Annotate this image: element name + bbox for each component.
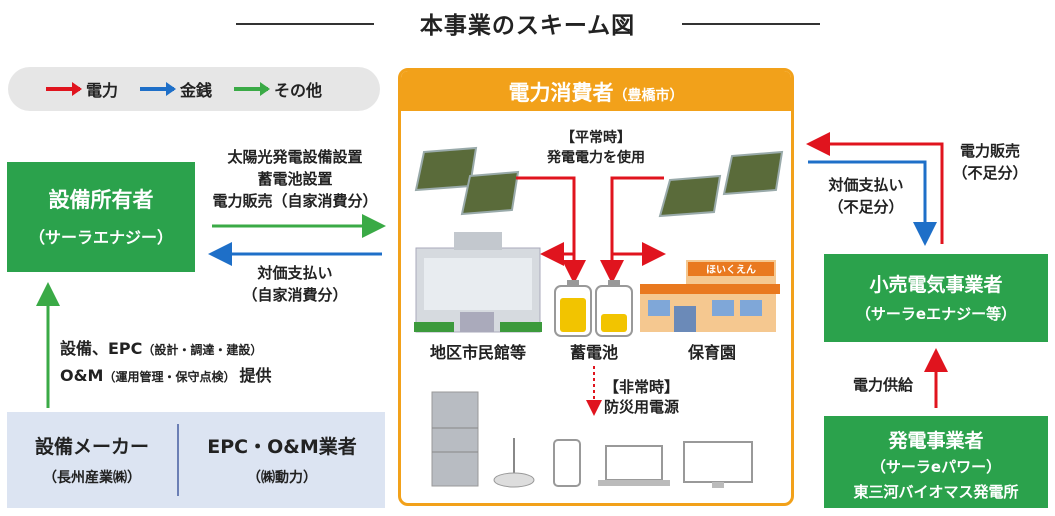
normal-text: 発電電力を使用 (546, 149, 645, 166)
divider (177, 424, 179, 496)
equipment-owner-box: 設備所有者 （サーラエナジー） (7, 162, 195, 272)
red-arrow-icon (46, 82, 82, 96)
laptop-icon (598, 445, 670, 486)
legend: 電力 金銭 その他 (8, 67, 380, 111)
civic-building-icon (414, 232, 542, 333)
retail-electricity-box: 小売電気事業者 （サーラeエナジー等） (824, 254, 1048, 342)
nursery-sign: ほいくえん (706, 264, 756, 276)
diagram-title: 本事業のスキーム図 (0, 6, 1055, 40)
consumer-to-retail-arrow (808, 160, 937, 246)
smartphone-icon (553, 439, 581, 487)
nursery-school-icon (640, 260, 780, 332)
power-generator-box: 発電事業者 （サーラeパワー） 東三河バイオマス発電所 (824, 416, 1048, 508)
emergency-title: 【非常時】 (604, 378, 679, 396)
gen-to-retail-label: 電力供給 (852, 376, 913, 394)
monitor-icon (683, 441, 753, 488)
consumer-header: 電力消費者（豊橋市） (401, 71, 791, 111)
blue-arrow-icon (140, 82, 177, 96)
green-arrow-icon (234, 82, 271, 96)
nursery-label: 保育園 (687, 343, 736, 362)
owner-to-consumer-label: 太陽光発電設備設置 蓄電池設置 電力販売（自家消費分） (212, 148, 378, 210)
consumer-to-retail-label: 対価支払い （不足分） (828, 176, 904, 216)
maker-section: 設備メーカー （長州産業㈱） (34, 436, 149, 486)
legend-other: その他 (234, 77, 322, 101)
title-rule-left (236, 23, 374, 25)
solar-to-battery-arrow-2 (600, 176, 664, 284)
battery-icon (595, 280, 633, 337)
solar-panel-icon (414, 146, 520, 216)
civic-building-label: 地区市民館等 (430, 343, 526, 362)
solar-to-battery-arrow (516, 176, 586, 284)
title-text: 本事業のスキーム図 (407, 13, 648, 39)
legend-money: 金銭 (140, 77, 212, 101)
legend-power: 電力 (46, 77, 118, 101)
owner-name: 設備所有者 (48, 188, 154, 212)
normal-title: 【平常時】 (561, 129, 631, 146)
battery-label: 蓄電池 (570, 343, 618, 362)
maker-to-owner-label: 設備、EPC（設計・調達・建設） O&M（運用管理・保守点検）提供 (60, 339, 272, 385)
owner-sub: （サーラエナジー） (28, 228, 173, 247)
retail-to-consumer-label: 電力販売 （不足分） (952, 142, 1028, 182)
title-rule-right (682, 23, 820, 25)
maker-epc-box: 設備メーカー （長州産業㈱） EPC・O&M業者 （㈱動力） (7, 412, 385, 508)
solar-panel-icon (658, 150, 784, 218)
epc-section: EPC・O&M業者 （㈱動力） (207, 436, 357, 486)
battery-icon (554, 280, 592, 337)
refrigerator-icon (431, 391, 479, 487)
retail-to-consumer-arrow (806, 132, 944, 244)
emergency-text: 防災用電源 (604, 398, 679, 416)
consumer-to-owner-label: 対価支払い （自家消費分） (242, 264, 348, 304)
lamp-icon (493, 438, 535, 488)
